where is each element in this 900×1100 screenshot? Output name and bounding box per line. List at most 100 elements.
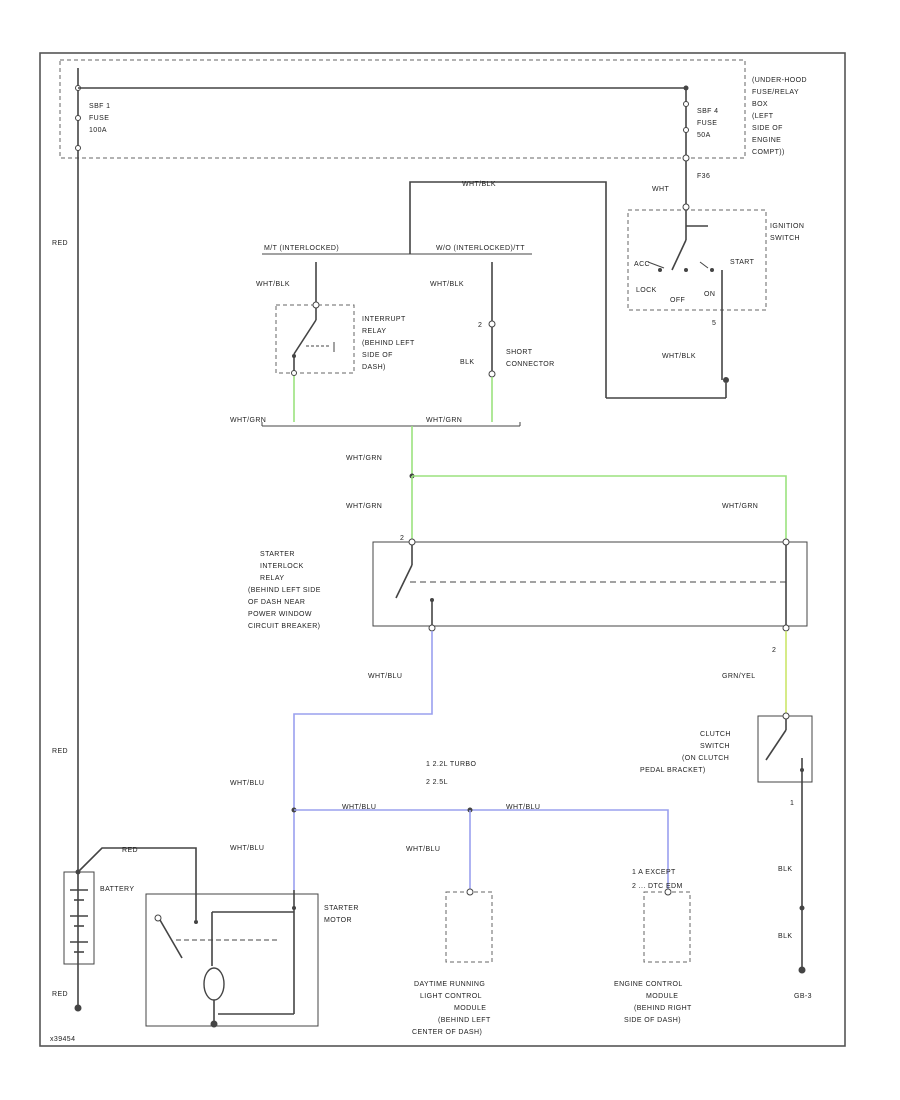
svg-text:(BEHIND LEFT SIDE: (BEHIND LEFT SIDE	[248, 587, 321, 594]
svg-text:STARTER: STARTER	[260, 551, 295, 558]
svg-text:MOTOR: MOTOR	[324, 917, 352, 924]
wire-label-wht-blk-ign-out: WHT/BLK	[662, 353, 696, 360]
svg-text:POWER WINDOW: POWER WINDOW	[248, 611, 312, 618]
wire-label-wht-blu-drl: WHT/BLU	[406, 846, 440, 853]
svg-text:CIRCUIT BREAKER): CIRCUIT BREAKER)	[248, 623, 320, 630]
svg-text:ON: ON	[704, 291, 715, 298]
svg-text:CONNECTOR: CONNECTOR	[506, 361, 555, 368]
svg-text:FUSE/RELAY: FUSE/RELAY	[752, 89, 799, 96]
svg-text:ACC: ACC	[634, 261, 650, 268]
svg-text:INTERRUPT: INTERRUPT	[362, 316, 406, 323]
svg-text:INTERLOCK: INTERLOCK	[260, 563, 304, 570]
svg-text:(BEHIND LEFT: (BEHIND LEFT	[438, 1017, 491, 1024]
starter-interlock-relay: 2 STARTER INTERLOCK RELAY (BEHIND LEFT S…	[248, 535, 808, 632]
wire-label-grn-yel: GRN/YEL	[722, 673, 756, 680]
wire-label-wht-grn-relay-left: WHT/GRN	[346, 503, 382, 510]
svg-text:(UNDER-HOOD: (UNDER-HOOD	[752, 77, 807, 84]
wire-label-red-battery: RED	[122, 847, 138, 854]
svg-text:STARTER: STARTER	[324, 905, 359, 912]
svg-text:IGNITION: IGNITION	[770, 223, 804, 230]
wire-label-red-mid: RED	[52, 748, 68, 755]
interrupt-relay: INTERRUPT RELAY (BEHIND LEFT SIDE OF DAS…	[275, 301, 415, 376]
svg-text:MODULE: MODULE	[454, 1005, 486, 1012]
wire-label-wht-grn-relay-right: WHT/GRN	[722, 503, 758, 510]
svg-text:2: 2	[400, 535, 404, 542]
svg-text:LOCK: LOCK	[636, 287, 657, 294]
fuse1-label-line2: FUSE	[89, 115, 109, 122]
wire-label-wht-blk-left: WHT/BLK	[256, 281, 290, 288]
wire-label-blk2: BLK	[778, 933, 792, 940]
starter-motor: STARTER MOTOR	[145, 890, 359, 1028]
wire-label-wht-blu-h1: WHT/BLU	[342, 804, 376, 811]
drl-control-module: DAYTIME RUNNING LIGHT CONTROL MODULE (BE…	[412, 888, 493, 1036]
fuse-box-label: (UNDER-HOOD FUSE/RELAY BOX (LEFT SIDE OF…	[752, 77, 807, 156]
short-connector: 2 SHORT CONNECTOR	[478, 320, 555, 378]
wire-label-blk-short: BLK	[460, 359, 474, 366]
wire-label-wht-blu-left2: WHT/BLU	[230, 845, 264, 852]
wire-label-blk1: BLK	[778, 866, 792, 873]
fuse-sbf4: SBF 4 FUSE 50A F36	[682, 85, 718, 180]
ground-label: GB-3	[794, 993, 812, 1000]
pin-clutch: 1	[790, 800, 794, 807]
svg-text:SHORT: SHORT	[506, 349, 533, 356]
legend-engine-line2: 2 2.5L	[426, 779, 448, 786]
svg-text:SIDE OF: SIDE OF	[752, 125, 783, 132]
svg-text:COMPT)): COMPT))	[752, 149, 785, 156]
svg-text:SIDE OF: SIDE OF	[362, 352, 393, 359]
svg-text:(BEHIND LEFT: (BEHIND LEFT	[362, 340, 415, 347]
svg-text:MODULE: MODULE	[646, 993, 678, 1000]
pin-relay-out-right: 2	[772, 647, 776, 654]
svg-text:ENGINE: ENGINE	[752, 137, 781, 144]
svg-text:BOX: BOX	[752, 101, 768, 108]
svg-text:BATTERY: BATTERY	[100, 886, 134, 893]
wire-label-wht-blu-relay: WHT/BLU	[368, 673, 402, 680]
svg-text:RELAY: RELAY	[260, 575, 284, 582]
wire-label-wht-blu-left1: WHT/BLU	[230, 780, 264, 787]
svg-text:PEDAL BRACKET): PEDAL BRACKET)	[640, 767, 706, 774]
fuse2-label-line3: 50A	[697, 132, 711, 139]
wire-label-wht-grn-left: WHT/GRN	[230, 417, 266, 424]
svg-text:2 ... DTC EDM: 2 ... DTC EDM	[632, 883, 683, 890]
wire-label-wht-grn-splice: WHT/GRN	[346, 455, 382, 462]
svg-text:2: 2	[478, 322, 482, 329]
fuse1-label-line1: SBF 1	[89, 103, 110, 110]
clutch-switch: CLUTCH SWITCH (ON CLUTCH PEDAL BRACKET)	[640, 712, 813, 783]
svg-text:1 A EXCEPT: 1 A EXCEPT	[632, 869, 676, 876]
wire-label-wht-ign: WHT	[652, 186, 669, 193]
svg-text:OF DASH NEAR: OF DASH NEAR	[248, 599, 305, 606]
svg-text:(ON CLUTCH: (ON CLUTCH	[682, 755, 729, 762]
ign-pin-label: 5	[712, 320, 716, 327]
diagram-frame	[39, 52, 846, 1047]
svg-text:ENGINE CONTROL: ENGINE CONTROL	[614, 981, 683, 988]
label-mt-left: M/T (INTERLOCKED)	[264, 245, 339, 252]
fuse2-label-line2: FUSE	[697, 120, 717, 127]
svg-text:CLUTCH: CLUTCH	[700, 731, 731, 738]
fuse1-label-line3: 100A	[89, 127, 107, 134]
svg-text:(LEFT: (LEFT	[752, 113, 774, 120]
diagram-id: x39454	[50, 1036, 75, 1043]
svg-text:CENTER OF DASH): CENTER OF DASH)	[412, 1029, 482, 1036]
wire-label-wht-blk-right: WHT/BLK	[430, 281, 464, 288]
svg-text:OFF: OFF	[670, 297, 685, 304]
underhood-fuse-box-outline	[59, 59, 746, 159]
fuse-sbf1: SBF 1 FUSE 100A	[75, 68, 110, 1008]
wire-label-red-bottom: RED	[52, 991, 68, 998]
label-mt-right: W/O (INTERLOCKED)/TT	[436, 245, 525, 252]
svg-text:RELAY: RELAY	[362, 328, 386, 335]
svg-text:DAYTIME RUNNING: DAYTIME RUNNING	[414, 981, 485, 988]
wire-label-wht-blu-h2: WHT/BLU	[506, 804, 540, 811]
wire-label-red-top: RED	[52, 240, 68, 247]
svg-text:LIGHT CONTROL: LIGHT CONTROL	[420, 993, 482, 1000]
legend-engine-line1: 1 2.2L TURBO	[426, 761, 476, 768]
svg-text:SWITCH: SWITCH	[700, 743, 730, 750]
ignition-switch: IGNITION SWITCH ACC LOCK OFF ON START	[627, 203, 804, 311]
wire-label-wht-grn-right: WHT/GRN	[426, 417, 462, 424]
engine-control-module: 1 A EXCEPT 2 ... DTC EDM ENGINE CONTROL …	[614, 869, 692, 1024]
svg-text:START: START	[730, 259, 755, 266]
fuse2-label-line1: SBF 4	[697, 108, 718, 115]
battery: BATTERY	[63, 869, 134, 965]
wire-label-wht-blk-top: WHT/BLK	[462, 181, 496, 188]
svg-text:SIDE OF DASH): SIDE OF DASH)	[624, 1017, 681, 1024]
svg-text:SWITCH: SWITCH	[770, 235, 800, 242]
